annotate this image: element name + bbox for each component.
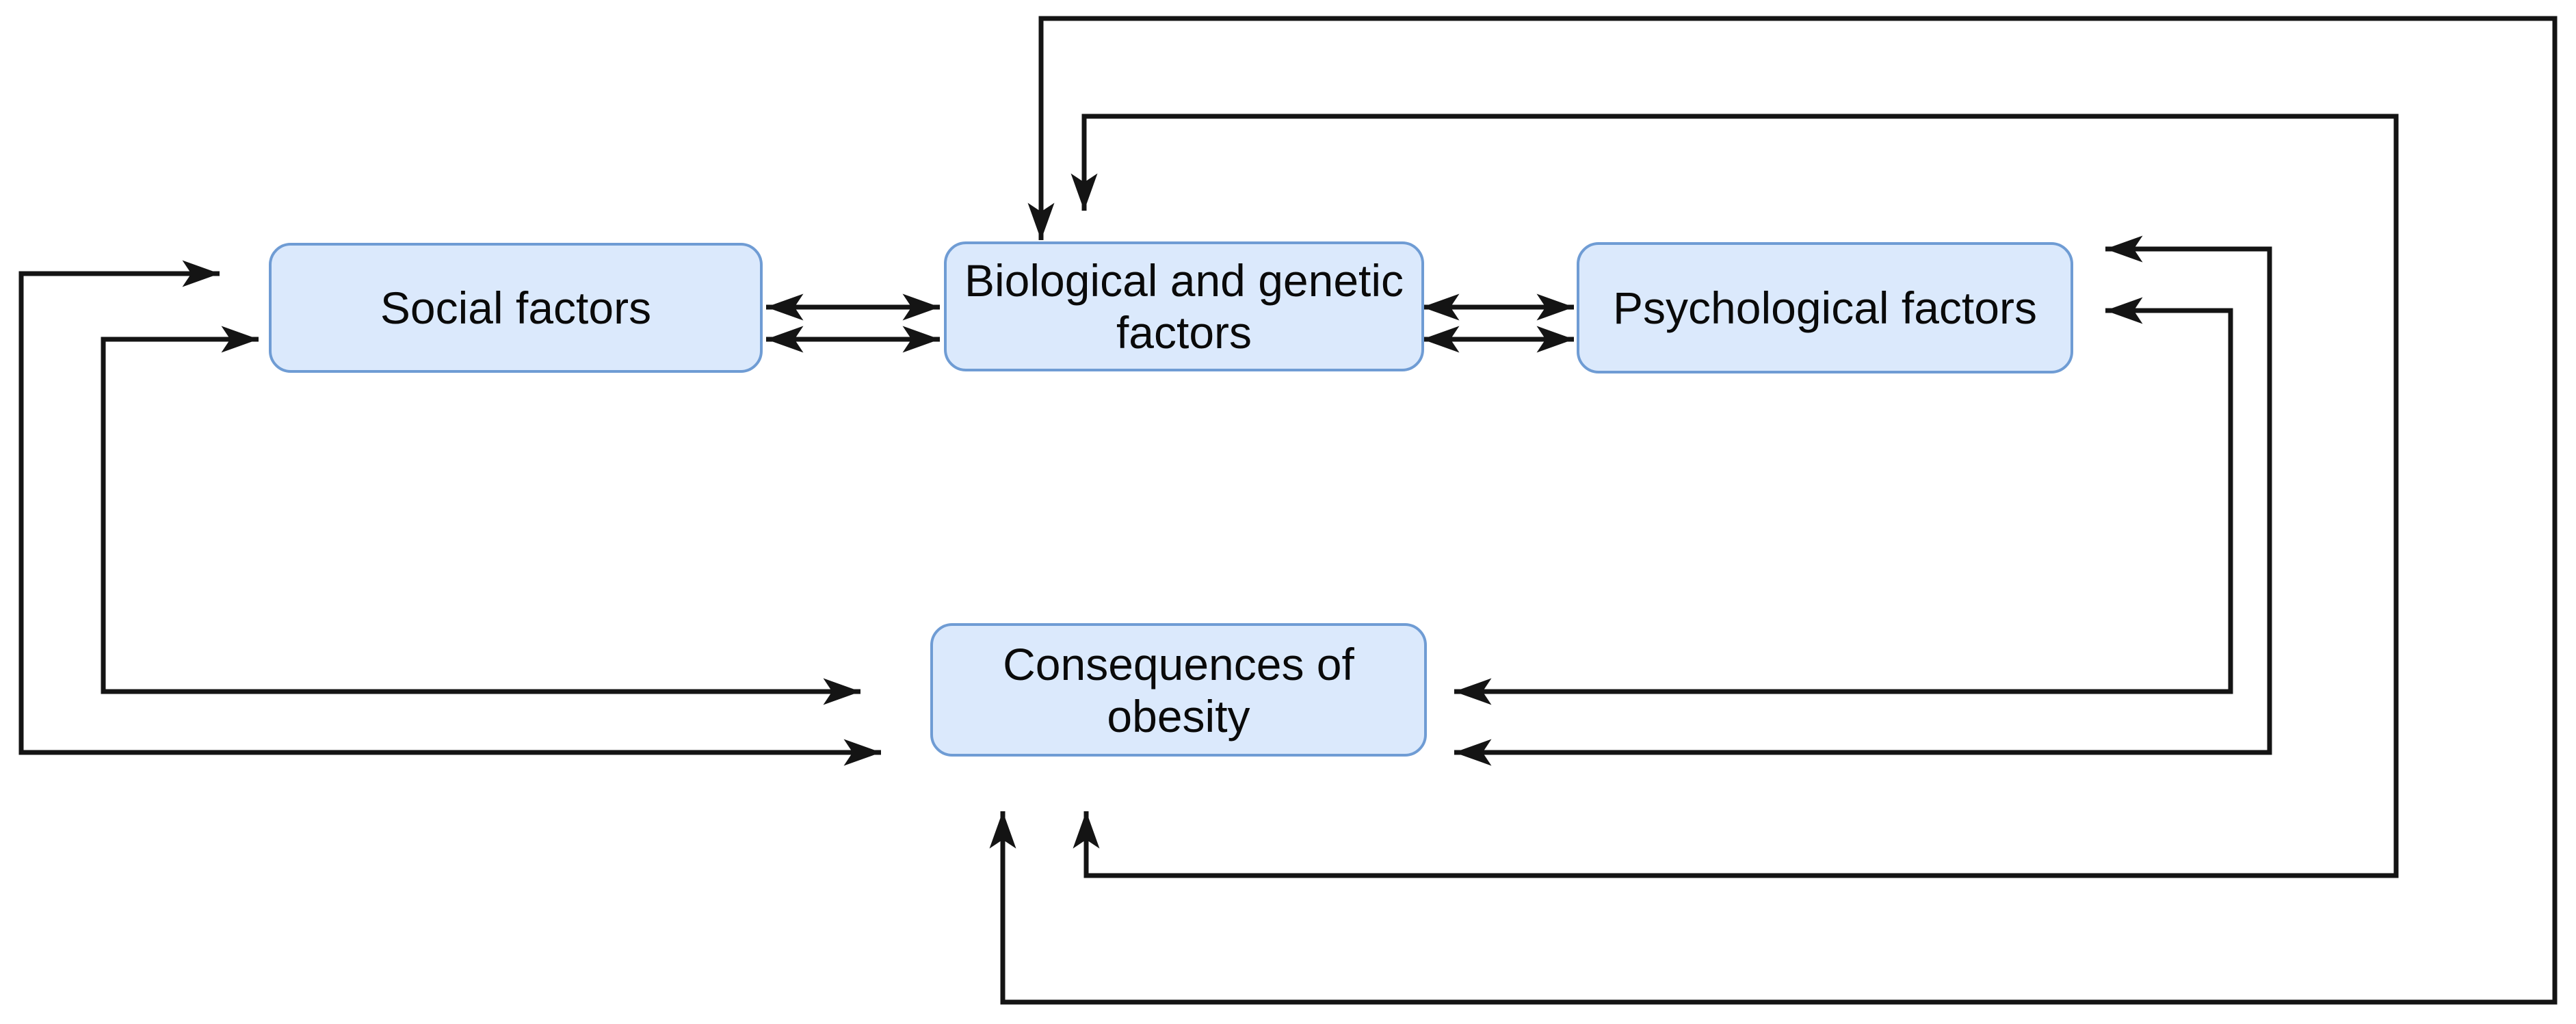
edge-consequences-biological-outer bbox=[989, 16, 2558, 1005]
edge-consequences-social-inner bbox=[101, 326, 860, 705]
edge-consequences-social-outer bbox=[18, 260, 881, 766]
node-consequences-of-obesity: Consequences of obesity bbox=[930, 623, 1427, 757]
node-label: Biological and genetic factors bbox=[964, 255, 1404, 358]
edge-consequences-psychological-outer bbox=[1454, 235, 2272, 766]
node-psychological-factors: Psychological factors bbox=[1577, 242, 2073, 373]
edge-consequences-psychological-inner bbox=[1454, 297, 2233, 705]
node-label: Psychological factors bbox=[1613, 283, 2037, 333]
node-label: Consequences of obesity bbox=[1003, 638, 1354, 741]
node-social-factors: Social factors bbox=[269, 243, 763, 373]
node-biological-genetic-factors: Biological and genetic factors bbox=[944, 241, 1424, 371]
edge-consequences-biological-inner bbox=[1070, 114, 2399, 878]
node-label: Social factors bbox=[380, 283, 652, 333]
